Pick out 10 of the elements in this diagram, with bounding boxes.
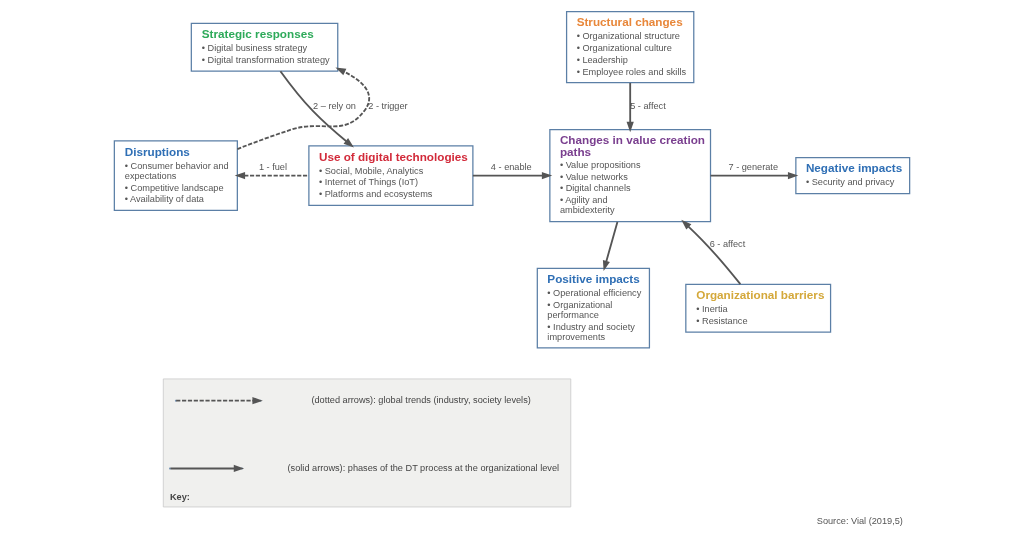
legend-label: (solid arrows): phases of the DT process at the organizational level [287,462,559,473]
edge-label: 5 - affect [629,100,666,111]
edge-label: 1 - fuel [258,162,287,173]
legend-label: (dotted arrows): global trends (industry, society levels) [310,395,531,406]
edge-label: 4 - enable [490,162,532,173]
edge-label: 2 – rely on [312,100,356,111]
edge-label: 7 - generate [728,162,778,173]
edge-label: 6 - affect [709,239,745,250]
caption: Source: Vial (2019,5) [816,516,903,527]
edge-label: 2 - trigger [367,100,408,111]
